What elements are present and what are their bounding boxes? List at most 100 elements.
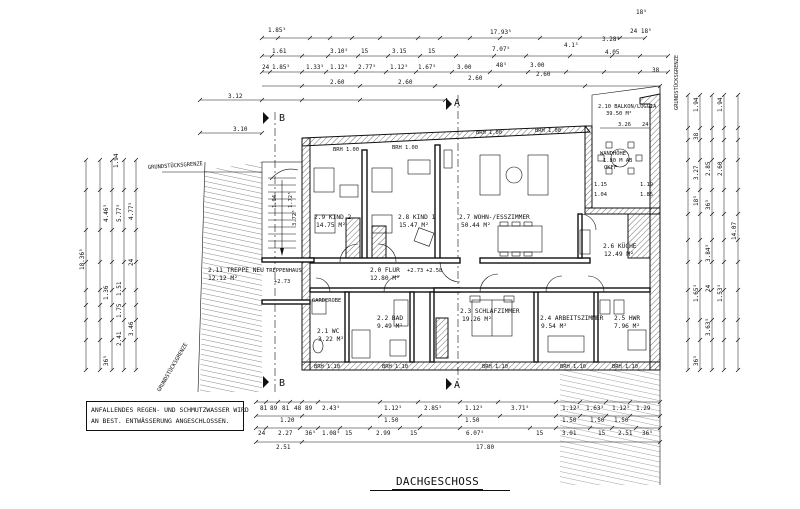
dim-left-5: 1.51 bbox=[116, 281, 123, 296]
dim-tick bbox=[97, 367, 103, 373]
room-2-9-area: 14.75 M² bbox=[316, 222, 346, 229]
dim-left-0: 1.94 bbox=[113, 153, 120, 168]
dim-tick bbox=[657, 413, 663, 419]
dim-tick bbox=[357, 97, 363, 103]
dim-tick bbox=[553, 399, 559, 405]
dim-left-2: 5.77⁵ bbox=[116, 204, 123, 222]
dim-tick bbox=[253, 439, 259, 445]
brh-6: BRH 1.10 bbox=[382, 364, 408, 370]
dim-tick bbox=[497, 35, 503, 41]
dim-tick bbox=[709, 337, 715, 343]
drainage-note: ANFALLENDES REGEN- UND SCHMUTZWASSER WIR… bbox=[86, 401, 249, 431]
dim-tick bbox=[417, 425, 423, 431]
dim-tick bbox=[685, 237, 691, 243]
dim-tick bbox=[721, 187, 727, 193]
dim-tick bbox=[697, 157, 703, 163]
dim-right-10: 1.65⁵ bbox=[693, 284, 700, 302]
dim-top-r2-4: 15 bbox=[428, 48, 436, 55]
dim-tick bbox=[665, 53, 671, 59]
label-treppenhaus: TREPPENHAUS bbox=[266, 268, 302, 274]
dim-int-6: 3.72⁵ bbox=[291, 210, 298, 226]
dim-tick bbox=[315, 425, 321, 431]
dim-tick bbox=[109, 287, 115, 293]
label-garderobe: GARDEROBE bbox=[312, 298, 341, 304]
dim-top-r3-9: 3.00 bbox=[530, 62, 545, 69]
label-grundstuecksgrenze-3: GRUNDSTÜCKSGRENZE bbox=[673, 55, 680, 110]
dim-tick bbox=[109, 337, 115, 343]
dim-bot-r3-0: 24 bbox=[258, 430, 266, 437]
dim-tick bbox=[685, 287, 691, 293]
dim-top-r3-10: 4.05 bbox=[605, 49, 620, 56]
dim-top-r3-1: 1.85⁵ bbox=[272, 64, 290, 71]
dim-tick bbox=[617, 35, 623, 41]
room-2-4-area: 9.54 M² bbox=[541, 323, 567, 330]
dim-tick bbox=[735, 287, 741, 293]
dim-tick bbox=[603, 413, 609, 419]
label-grundstuecksgrenze: GRUNDSTÜCKSGRENZE bbox=[148, 160, 204, 171]
dim-tick bbox=[553, 413, 559, 419]
dim-tick bbox=[337, 425, 343, 431]
dim-tick bbox=[697, 337, 703, 343]
staircase: TREPPENHAUS +2.73 GARDEROBE bbox=[261, 161, 341, 304]
dim-tick bbox=[121, 337, 127, 343]
dim-tick bbox=[121, 157, 127, 163]
room-2-0-area: 12.80 M² bbox=[370, 275, 400, 282]
dim-int-0: 3.26 bbox=[618, 122, 631, 128]
dim-tick bbox=[307, 35, 313, 41]
dim-tick bbox=[297, 425, 303, 431]
dim-tick bbox=[697, 287, 703, 293]
dim-bot-r4-1: 17.80 bbox=[476, 444, 494, 451]
dim-tick bbox=[709, 187, 715, 193]
dim-top-r3-7: 3.00 bbox=[457, 64, 472, 71]
dim-bot-r3-8: 15 bbox=[536, 430, 544, 437]
dim-tick bbox=[721, 287, 727, 293]
dim-bot-r3-6: 15 bbox=[410, 430, 418, 437]
dim-tick bbox=[491, 53, 497, 59]
property-boundary: GRUNDSTÜCKSGRENZE GRUNDSTÜCKSGRENZE GRUN… bbox=[148, 55, 680, 485]
dim-tick bbox=[97, 227, 103, 233]
dim-tick bbox=[133, 317, 139, 323]
dim-left-11: 3.46 bbox=[128, 321, 135, 336]
room-2-7-name: 2.7 WOHN-/ESSZIMMER bbox=[459, 214, 530, 221]
dim-tick bbox=[637, 69, 643, 75]
dimension-chains-bottom: 81 89 81 48 89 2.43⁵ 1.12⁵ 2.85⁵ 1.12⁵ 3… bbox=[253, 399, 663, 451]
dim-tick bbox=[735, 237, 741, 243]
dim-tick bbox=[709, 317, 715, 323]
dim-top-2: 17.93⁵ bbox=[490, 29, 512, 36]
dim-tick bbox=[83, 187, 89, 193]
label-wandhoehe-okff: OKFF bbox=[604, 165, 617, 171]
dim-bot-r1-0: 81 bbox=[260, 405, 268, 412]
dim-tick bbox=[133, 157, 139, 163]
dim-tick bbox=[367, 425, 373, 431]
dim-tick bbox=[697, 259, 703, 265]
dim-right-3: 2.85 bbox=[705, 161, 712, 176]
room-2-3-area: 19.26 M² bbox=[462, 316, 492, 323]
dim-tick bbox=[97, 287, 103, 293]
dim-tick bbox=[109, 259, 115, 265]
dim-tick bbox=[609, 53, 615, 59]
dim-tick bbox=[263, 399, 269, 405]
dim-tick bbox=[709, 157, 715, 163]
dim-int-5: 1.85 bbox=[640, 192, 653, 198]
dim-bot-r2-3: 1.50 bbox=[562, 417, 577, 424]
section-a-top: A bbox=[454, 98, 460, 109]
dim-top-r2-8: 24 18⁵ bbox=[630, 28, 652, 35]
dim-top-r3-3: 1.12⁵ bbox=[330, 64, 348, 71]
dim-tick bbox=[299, 83, 305, 89]
dim-left-6: 1.36 bbox=[103, 285, 110, 300]
dim-tick bbox=[697, 137, 703, 143]
dim-right-8: 36⁵ bbox=[705, 199, 712, 210]
dim-tick bbox=[497, 413, 503, 419]
dim-tick bbox=[355, 53, 361, 59]
dim-tick bbox=[97, 187, 103, 193]
dim-tick bbox=[697, 317, 703, 323]
dim-tick bbox=[721, 157, 727, 163]
dim-tick bbox=[415, 35, 421, 41]
dim-right-1: 38 bbox=[693, 132, 700, 140]
dim-tick bbox=[523, 53, 529, 59]
dim-bot-r2-1: 1.50 bbox=[384, 417, 399, 424]
drainage-note-line-1: ANFALLENDES REGEN- UND SCHMUTZWASSER WIR… bbox=[91, 406, 249, 414]
dim-tick bbox=[685, 317, 691, 323]
label-wandhoehe-value: 1.80 M AB bbox=[603, 158, 632, 164]
dim-bot-r1-1: 89 bbox=[270, 405, 278, 412]
